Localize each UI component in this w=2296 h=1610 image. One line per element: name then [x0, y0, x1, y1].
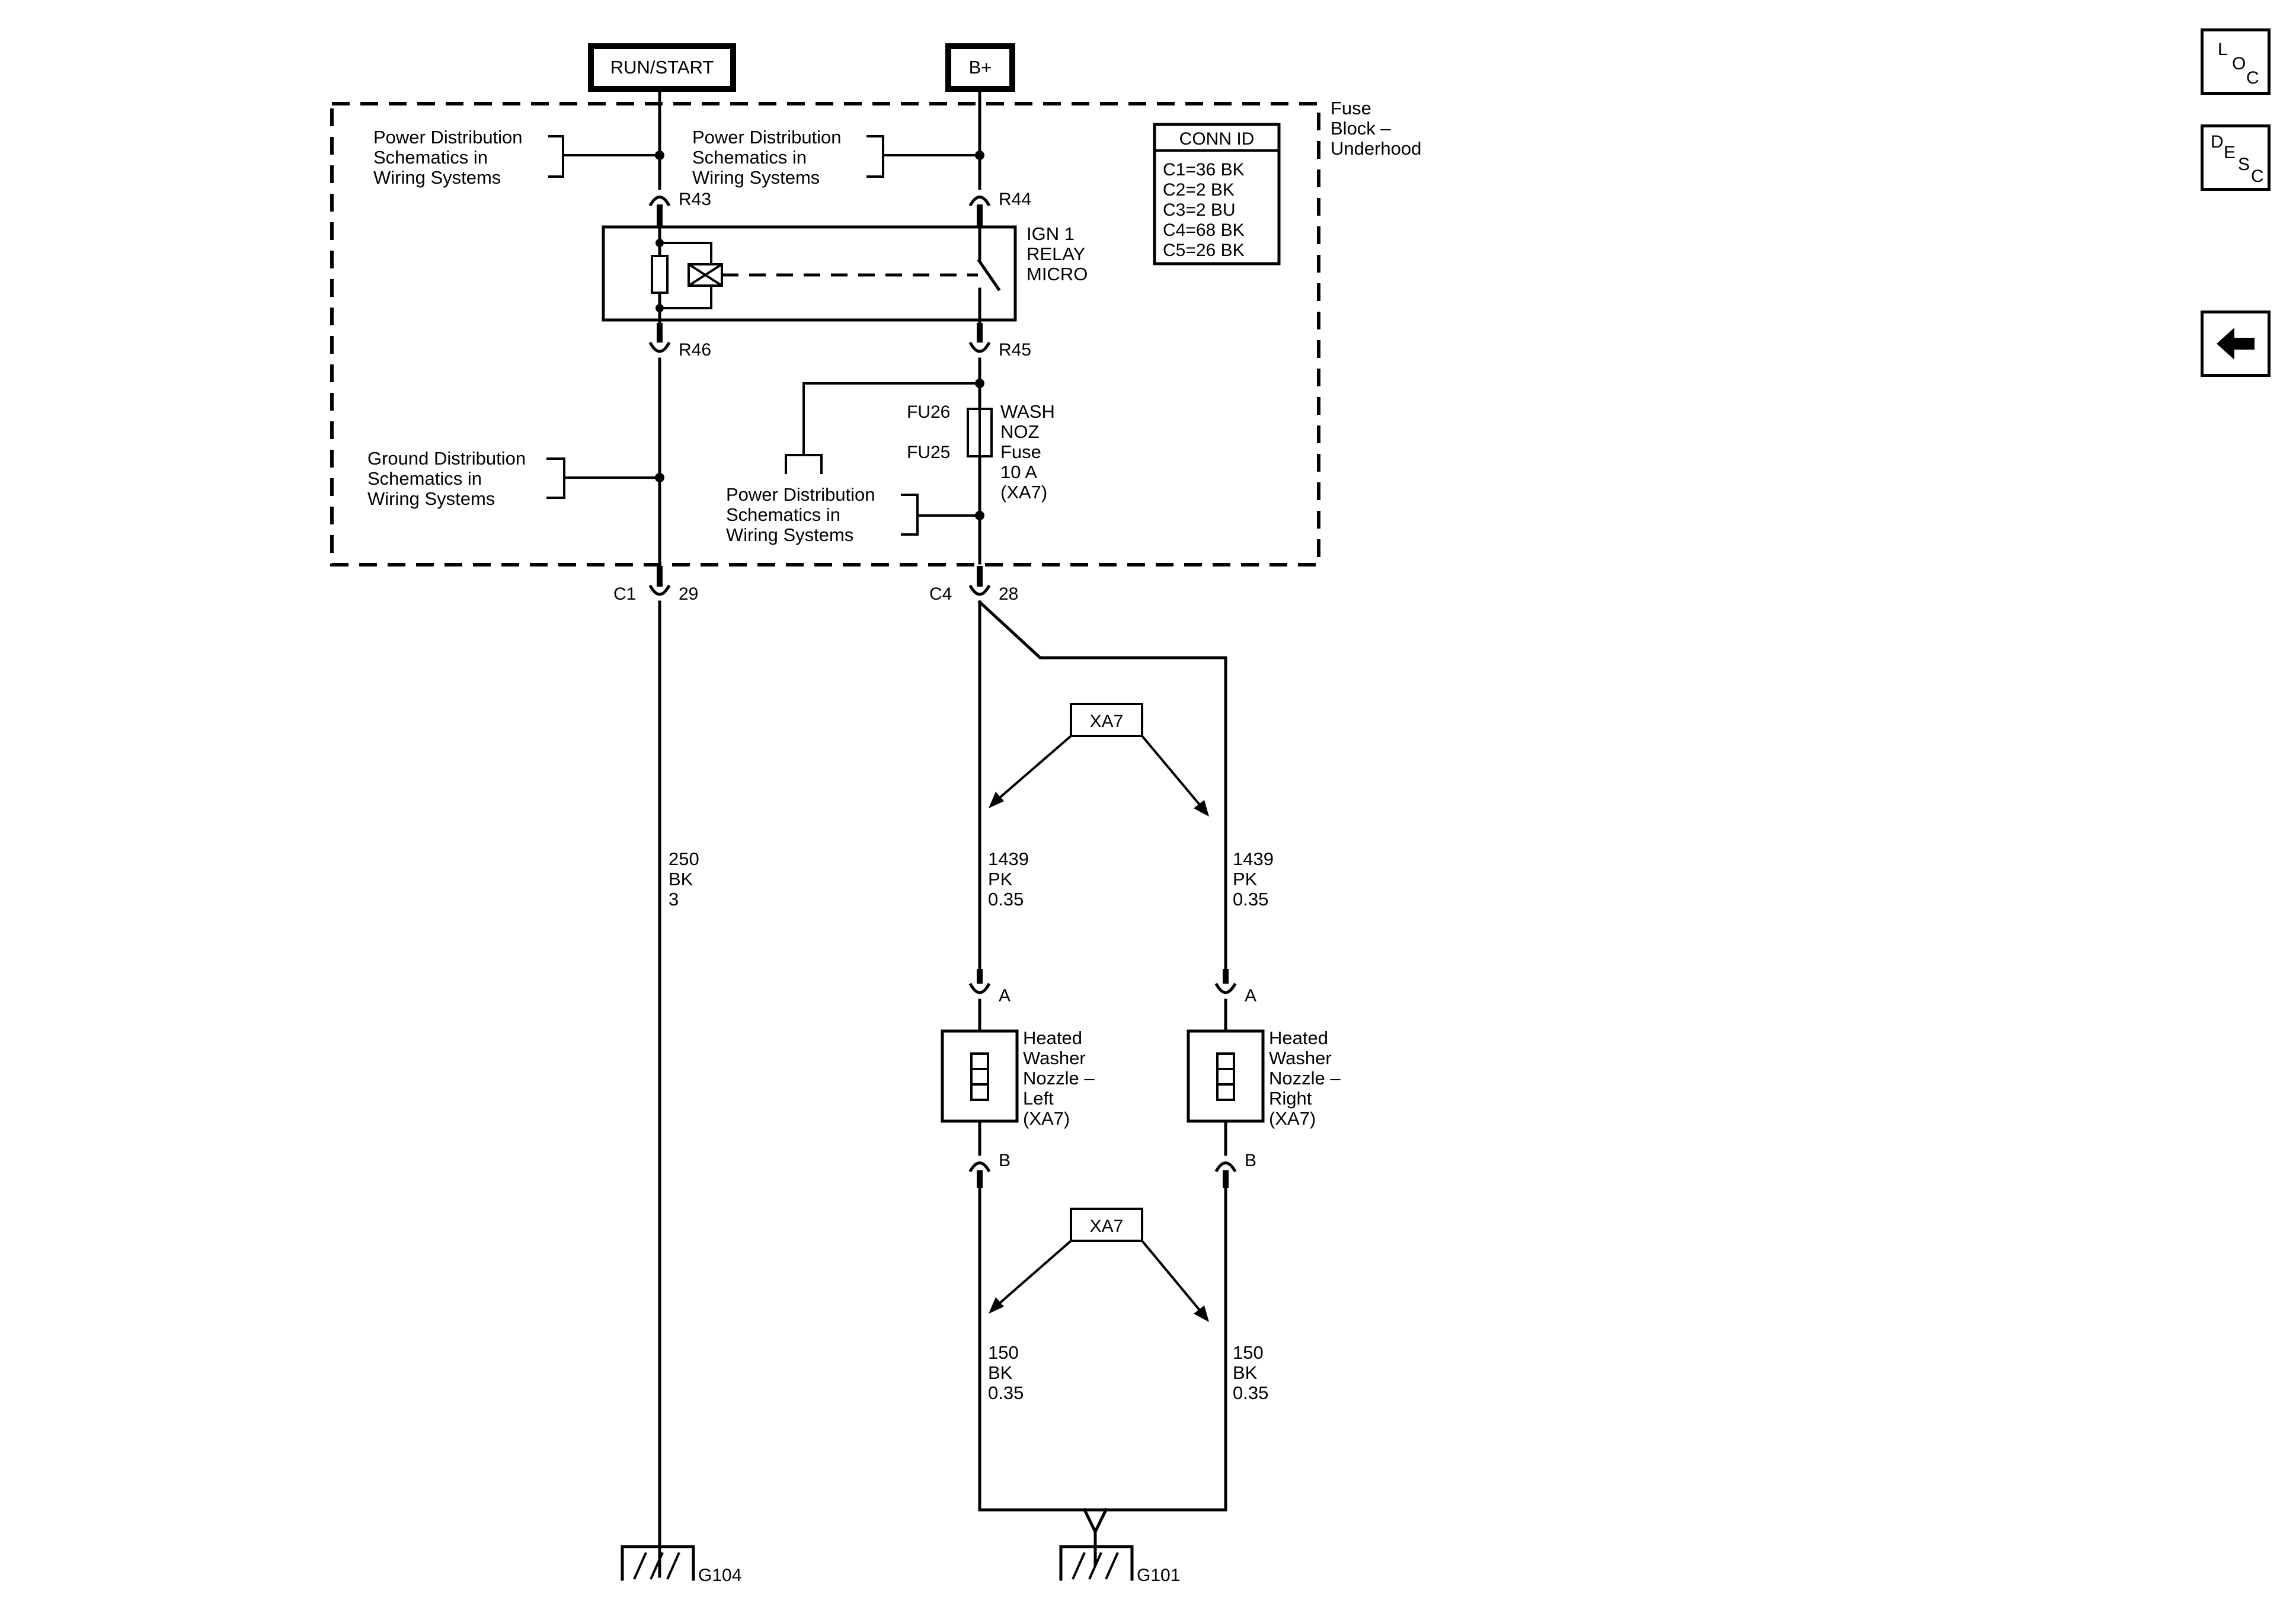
wire-right-feed-label: 1439 PK 0.35 [1233, 849, 1279, 910]
conn-id-row: C4=68 BK [1163, 220, 1245, 240]
back-button[interactable] [2201, 311, 2271, 377]
nozzle-feed-wires [977, 600, 1227, 974]
ground-g104-label: G104 [698, 1566, 741, 1585]
conn-id-box: CONN ID C1=36 BK C2=2 BK C3=2 BU C4=68 B… [1153, 123, 1281, 265]
fuse-block-border [330, 102, 1320, 566]
wash-noz-fuse [967, 408, 993, 457]
terminal-r46: R46 [679, 340, 711, 360]
nozzle-right-pin-a: A [1245, 986, 1256, 1006]
desc-letter: D [2211, 132, 2224, 152]
svg-text:Power Distribution Schem: Power Distribution Schematics in Wiring … [692, 127, 846, 188]
power-distribution-ref-mid: Power Distribution Schematics in Wiring … [692, 127, 980, 188]
connector-c4: C4 [929, 584, 952, 604]
wire-right-ground-label: 150 BK 0.35 [1233, 1342, 1268, 1403]
svg-text:Power Distribution Schem: Power Distribution Schematics in Wiring … [373, 127, 527, 188]
conn-id-row: C3=2 BU [1163, 200, 1236, 220]
power-distribution-ref-fuse: Power Distribution Schematics in Wiring … [726, 484, 980, 545]
ground-g101-label: G101 [1137, 1566, 1180, 1585]
conn-id-row: C5=26 BK [1163, 241, 1245, 260]
terminal-r43: R43 [679, 190, 711, 209]
bplus-supply: B+ [945, 43, 1015, 92]
svg-text:Ground Distribution Sche: Ground Distribution Schematics in Wiring… [367, 448, 531, 509]
nozzle-left-pin-a: A [999, 986, 1011, 1006]
nozzle-right-label: Heated Washer Nozzle – Right (XA7) [1269, 1028, 1345, 1129]
run-start-label: RUN/START [610, 57, 714, 78]
fuse-label: WASH NOZ Fuse 10 A (XA7) [1000, 401, 1060, 502]
ground-distribution-ref: Ground Distribution Schematics in Wiring… [367, 448, 660, 509]
fuse-fu26: FU26 [907, 402, 950, 422]
arrow-left-icon [2217, 328, 2255, 360]
conn-id-row: C1=36 BK [1163, 160, 1245, 180]
ground-g101 [1059, 1545, 1134, 1581]
terminal-r44: R44 [999, 190, 1031, 209]
loc-letter: O [2232, 54, 2246, 73]
svg-text:XA7: XA7 [1090, 712, 1124, 731]
connector-c1-pin: 29 [679, 584, 698, 604]
terminal-r45: R45 [999, 340, 1031, 360]
svg-text:XA7: XA7 [1090, 1217, 1124, 1236]
desc-letter: E [2224, 143, 2236, 162]
conn-id-title: CONN ID [1179, 129, 1255, 149]
connector-c4-pin: 28 [999, 584, 1018, 604]
heated-washer-nozzle-right [1187, 969, 1265, 1188]
loc-letter: L [2218, 40, 2228, 59]
svg-text:Power Distribution Schem: Power Distribution Schematics in Wiring … [726, 484, 880, 545]
fuse-fu25: FU25 [907, 443, 950, 462]
nozzle-left-pin-b: B [999, 1151, 1011, 1170]
ground-g104 [621, 1545, 695, 1581]
nozzle-left-label: Heated Washer Nozzle – Left (XA7) [1023, 1028, 1099, 1129]
option-xa7-lower: XA7 [989, 1208, 1209, 1322]
loc-button[interactable]: L O C [2201, 28, 2271, 95]
desc-letter: C [2251, 167, 2264, 186]
power-distribution-ref-left: Power Distribution Schematics in Wiring … [373, 127, 660, 188]
wire-left-feed-label: 1439 PK 0.35 [988, 849, 1034, 910]
wire-left-ground-label: 150 BK 0.35 [988, 1342, 1024, 1403]
run-start-supply: RUN/START [588, 43, 736, 92]
option-xa7-upper: XA7 [989, 703, 1209, 817]
heated-washer-nozzle-left [941, 969, 1019, 1188]
connector-c1: C1 [613, 584, 636, 604]
ign1-relay [602, 225, 1017, 322]
fuse-block-label: Fuse Block – Underhood [1331, 98, 1421, 159]
conn-id-row: C2=2 BK [1163, 180, 1235, 200]
nozzle-right-pin-b: B [1245, 1151, 1256, 1170]
relay-label: IGN 1 RELAY MICRO [1027, 223, 1090, 284]
wire-ground-main-label: 250 BK 3 [669, 849, 704, 910]
loc-letter: C [2246, 68, 2259, 88]
desc-button[interactable]: D E S C [2201, 124, 2271, 191]
bplus-label: B+ [969, 57, 992, 78]
desc-letter: S [2238, 155, 2250, 174]
